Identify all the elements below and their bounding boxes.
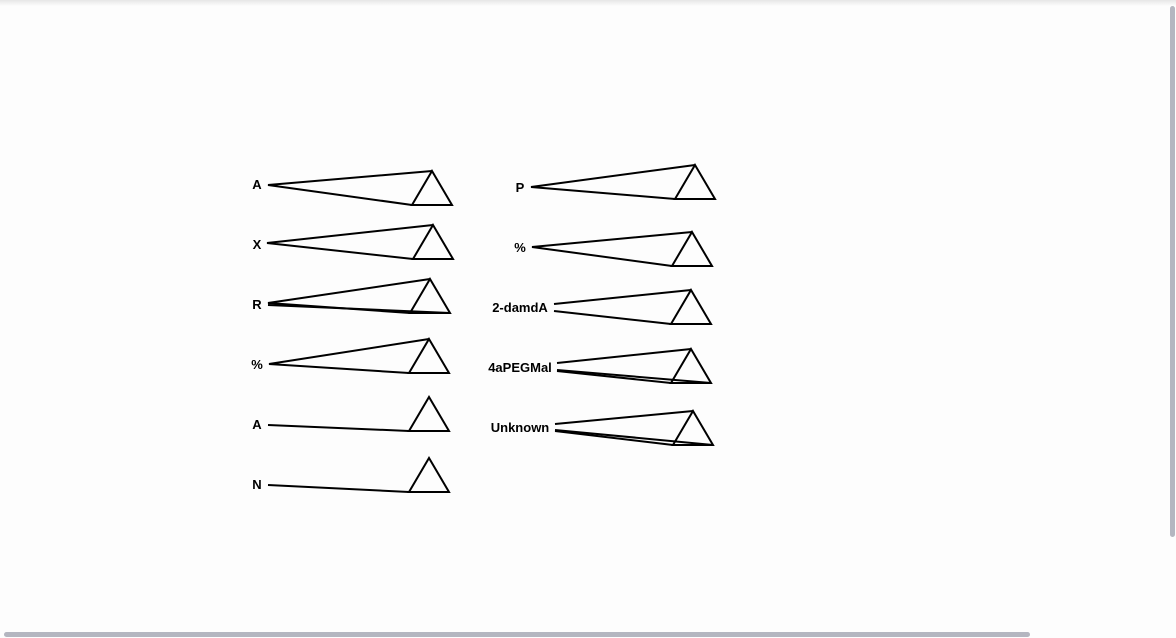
node-branch	[554, 430, 674, 446]
node-triangle	[408, 277, 452, 314]
top-edge-shadow	[0, 0, 1176, 6]
node-branch	[267, 170, 433, 206]
node-branch	[267, 424, 410, 432]
node-branch	[556, 370, 672, 384]
diagram-node[interactable]: X	[253, 223, 455, 260]
diagram-node[interactable]: P	[516, 163, 717, 200]
diagram-node[interactable]: %	[514, 230, 714, 267]
node-triangle	[410, 169, 454, 206]
diagram-node[interactable]: Unknown	[491, 409, 715, 446]
node-label: 4aPEGMal	[488, 360, 552, 375]
node-branch	[554, 410, 694, 425]
node-triangle	[407, 337, 451, 374]
node-label: %	[514, 240, 526, 255]
diagram-node[interactable]: 2-damdA	[492, 288, 713, 325]
node-label: %	[251, 357, 263, 372]
diagram-node[interactable]: R	[252, 277, 452, 314]
node-label: P	[516, 180, 525, 195]
node-branch	[556, 348, 692, 364]
node-branch	[267, 304, 451, 314]
node-label: N	[252, 477, 261, 492]
node-branch	[268, 338, 430, 374]
node-label: 2-damdA	[492, 300, 548, 315]
node-label: A	[252, 417, 262, 432]
node-triangle	[673, 163, 717, 200]
node-label: Unknown	[491, 420, 550, 435]
node-branch	[554, 429, 714, 446]
node-triangle	[411, 223, 455, 260]
node-triangle	[671, 409, 715, 446]
node-branch	[266, 224, 434, 260]
node-label: R	[252, 297, 262, 312]
diagram-node[interactable]: N	[252, 456, 451, 493]
node-label: X	[253, 237, 262, 252]
horizontal-scrollbar[interactable]	[4, 632, 1030, 637]
node-triangle	[407, 456, 451, 493]
node-label: A	[252, 177, 262, 192]
diagram-node[interactable]: 4aPEGMal	[488, 347, 713, 384]
diagram-node[interactable]: %	[251, 337, 451, 374]
node-branch	[530, 164, 696, 200]
node-triangle	[670, 230, 714, 267]
node-branch	[553, 289, 692, 305]
node-branch	[553, 310, 672, 325]
vertical-scrollbar[interactable]	[1170, 6, 1175, 537]
diagram-node[interactable]: A	[252, 395, 451, 432]
node-triangle	[669, 288, 713, 325]
node-triangle	[669, 347, 713, 384]
node-branch	[267, 484, 410, 493]
node-triangle	[407, 395, 451, 432]
node-branch	[556, 369, 712, 384]
diagram-node[interactable]: A	[252, 169, 454, 206]
node-branch	[531, 231, 693, 267]
